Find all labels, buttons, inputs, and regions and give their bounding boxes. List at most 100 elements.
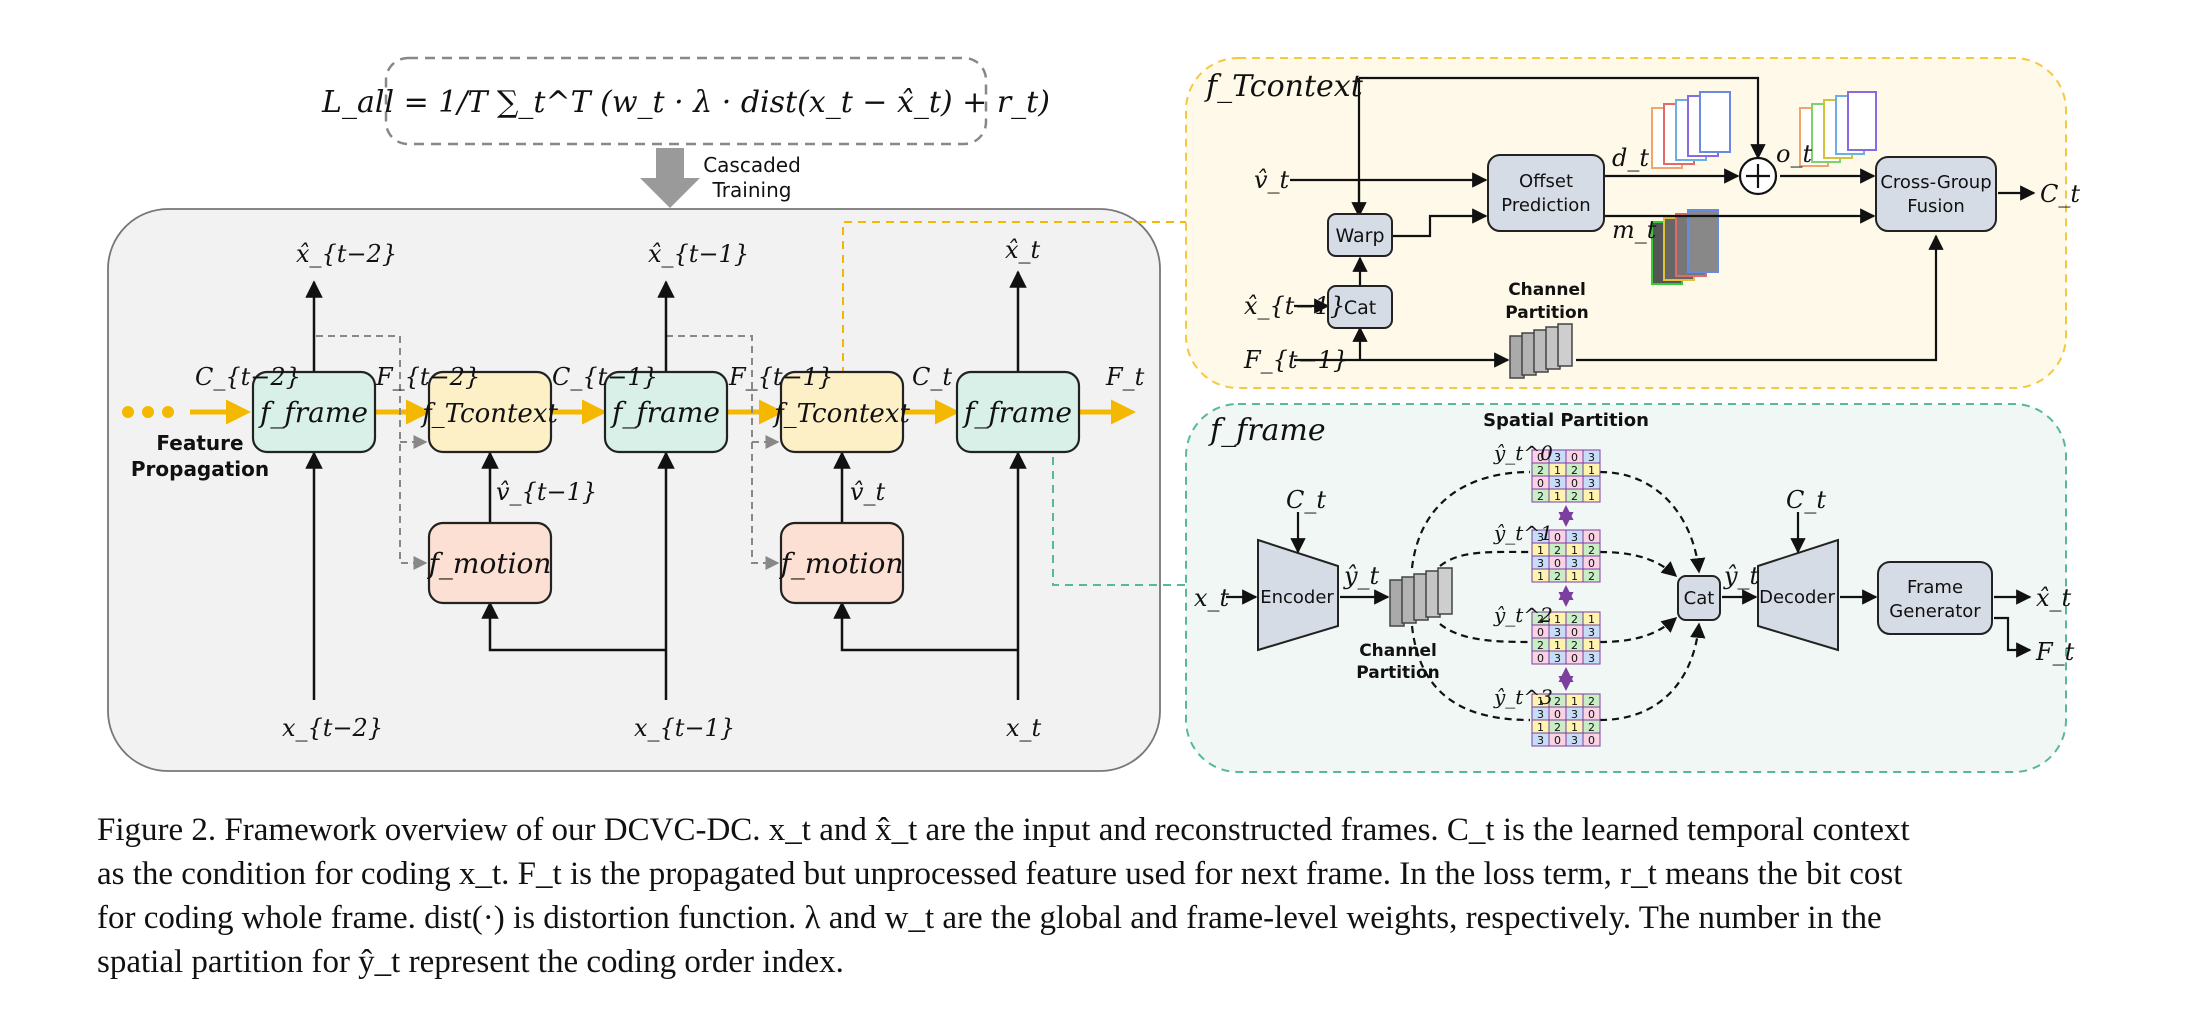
framework-diagram: L_all = 1/T ∑_t^T (w_t · λ · dist(x_t − …	[107, 56, 2080, 773]
partition-label: ŷ_t^2	[1493, 603, 1553, 627]
frame-box-2-label: f_frame	[610, 396, 720, 429]
label-f-tm1: F_{t−1}	[728, 363, 833, 391]
encoder-shape	[1257, 538, 1339, 652]
partition-cell-index: 3	[1537, 708, 1544, 721]
label-xhat-tm2: x̂_{t−2}	[296, 240, 397, 268]
loss-formula: L_all = 1/T ∑_t^T (w_t · λ · dist(x_t − …	[321, 85, 1050, 120]
frame-panel	[1185, 403, 2067, 773]
feature-propagation-2: Propagation	[131, 457, 269, 481]
frame-connector	[1052, 443, 1186, 586]
figure-caption: Figure 2. Framework overview of our DCVC…	[97, 808, 2087, 984]
frame-generator-box	[1877, 561, 1993, 635]
frame-cat-box	[1677, 575, 1721, 621]
label-x-tm2: x_{t−2}	[282, 714, 383, 742]
decoder-shape	[1757, 538, 1839, 652]
motion-box-1	[427, 521, 553, 605]
feature-propagation-1: Feature	[156, 431, 243, 455]
label-f-t: F_t	[1105, 363, 1145, 391]
partition-cell-index: 1	[1588, 639, 1595, 652]
frame-box-1-label: f_frame	[258, 396, 368, 429]
partition-cell-index: 1	[1571, 544, 1578, 557]
tcontext-box-2	[779, 370, 905, 454]
offset-output-stack-icon	[1799, 91, 1877, 167]
warp-label: Warp	[1335, 225, 1384, 247]
label-c-t: C_t	[912, 363, 952, 391]
partition-cell-index: 1	[1588, 464, 1595, 477]
partition-cell-index: 2	[1554, 721, 1561, 734]
partition-cell-index: 0	[1571, 477, 1578, 490]
offset-prediction-box	[1487, 154, 1605, 232]
fr-label-xhat-out: x̂_t	[2036, 584, 2072, 612]
tcontext-box-1	[427, 370, 553, 454]
partition-cell-index: 1	[1571, 695, 1578, 708]
fr-channel-partition-1: Channel	[1359, 641, 1437, 661]
partition-cell-index: 1	[1537, 721, 1544, 734]
label-x-t: x_t	[1006, 714, 1042, 742]
caption-line-2: as the condition for coding x_t. F_t is …	[97, 856, 1903, 892]
main-panel	[107, 208, 1161, 772]
dot	[122, 406, 134, 418]
tc-label-o: o_t	[1776, 140, 1812, 168]
tc-channel-partition-1: Channel	[1508, 280, 1586, 300]
dot	[142, 406, 154, 418]
partition-cell-index: 0	[1571, 451, 1578, 464]
cascaded-label-1: Cascaded	[703, 153, 801, 177]
partition-cell-index: 3	[1554, 477, 1561, 490]
frame-cat-label: Cat	[1684, 588, 1715, 609]
partition-cell-index: 1	[1537, 544, 1544, 557]
tc-channel-partition-2: Partition	[1505, 303, 1589, 323]
fr-label-c-enc: C_t	[1286, 486, 1326, 514]
partition-cell-index: 3	[1537, 734, 1544, 747]
frame-box-3	[955, 370, 1081, 454]
partition-cell-index: 2	[1537, 490, 1544, 503]
partition-cell-index: 0	[1537, 451, 1544, 464]
label-c-tm1: C_{t−1}	[552, 363, 658, 391]
partition-cell-index: 0	[1554, 708, 1561, 721]
partition-label: ŷ_t^0	[1493, 441, 1553, 465]
partition-curves	[1410, 470, 1706, 722]
offset-prediction-label-2: Prediction	[1501, 195, 1590, 216]
partition-cell-index: 1	[1554, 490, 1561, 503]
caption-line-4: spatial partition for ŷ_t represent the …	[97, 944, 844, 980]
partition-cell-index: 2	[1537, 464, 1544, 477]
partition-cell-index: 3	[1554, 626, 1561, 639]
partition-cell-index: 1	[1537, 695, 1544, 708]
partition-cell	[1582, 650, 1601, 665]
frame-box-3-label: f_frame	[962, 396, 1072, 429]
cross-group-fusion-label-2: Fusion	[1907, 196, 1965, 217]
fr-label-c-dec: C_t	[1786, 486, 1826, 514]
frame-box-2	[603, 370, 729, 454]
label-x-tm1: x_{t−1}	[634, 714, 735, 742]
partition-cell-index: 3	[1537, 557, 1544, 570]
fr-channel-partition-2: Partition	[1356, 663, 1440, 683]
partition-cell-index: 1	[1588, 490, 1595, 503]
frame-generator-label-1: Frame	[1907, 577, 1963, 598]
partition-cell-index: 0	[1571, 626, 1578, 639]
partition-cell-index: 0	[1588, 708, 1595, 721]
loss-box	[384, 56, 988, 146]
partition-cell-index: 1	[1554, 464, 1561, 477]
frame-panel-title: f_frame	[1208, 413, 1326, 448]
partition-cell	[1582, 732, 1601, 747]
partition-cell-index: 2	[1571, 613, 1578, 626]
encoder-label: Encoder	[1260, 587, 1334, 608]
motion-box-1-label: f_motion	[427, 547, 552, 580]
partition-cell-index: 3	[1588, 451, 1595, 464]
partition-cell	[1582, 568, 1601, 583]
partition-cell-index: 3	[1554, 451, 1561, 464]
tc-label-c: C_t	[2040, 180, 2080, 208]
label-c-tm2: C_{t−2}	[195, 363, 301, 391]
pipeline-labels: C_{t−2} F_{t−2} C_{t−1} F_{t−1} C_t F_t …	[195, 236, 1145, 742]
partition-cell-index: 3	[1571, 557, 1578, 570]
partition-cell-index: 2	[1571, 490, 1578, 503]
partition-cell-index: 1	[1571, 721, 1578, 734]
channel-partition-stack-icon	[1509, 323, 1573, 379]
partition-cell-index: 3	[1554, 652, 1561, 665]
tc-label-m: m_t	[1612, 216, 1657, 244]
tc-cat-label: Cat	[1344, 297, 1376, 319]
partition-cell-index: 0	[1554, 734, 1561, 747]
partition-cell-index: 2	[1554, 544, 1561, 557]
fr-label-yhat-enc: ŷ_t	[1343, 562, 1380, 590]
pipeline-arrows	[305, 270, 1027, 700]
